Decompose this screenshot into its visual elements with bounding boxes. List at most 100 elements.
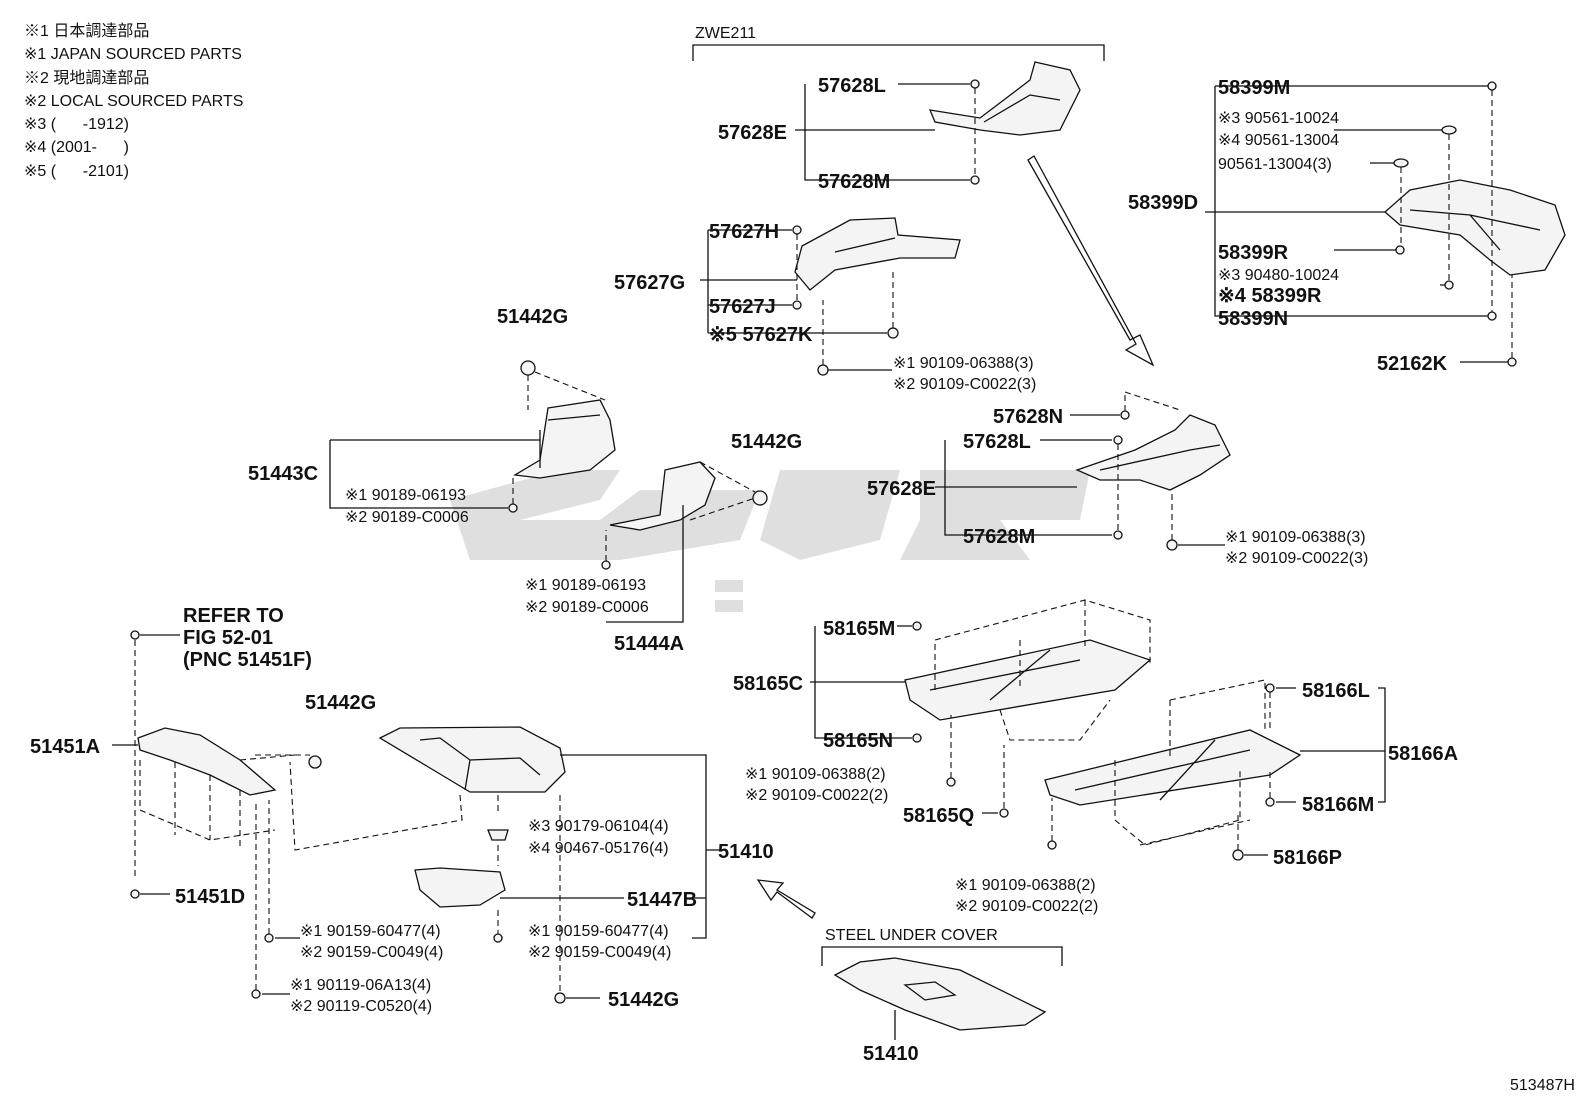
bracket-57627g: [794, 217, 961, 291]
bolt-number: ※2 90109-C0022(3): [893, 376, 1036, 393]
part-number: 58399R: [1218, 242, 1289, 264]
group-steel-under-cover: STEEL UNDER COVER 51410: [821, 927, 1063, 1065]
part-number: 58399N: [1218, 308, 1288, 330]
bolt-number: ※1 90189-06193: [525, 577, 646, 594]
bolt-number: ※2 90189-C0006: [525, 599, 649, 616]
legend-line: ※2 LOCAL SOURCED PARTS: [24, 92, 244, 110]
legend-line: ※1 JAPAN SOURCED PARTS: [24, 46, 242, 64]
bolt-number: ※3 90480-10024: [1218, 267, 1339, 284]
legend-line: ※4 (2001- ): [24, 139, 129, 157]
bolt-number: 90561-13004(3): [1218, 156, 1332, 173]
legend-line: ※2 現地調達部品: [24, 69, 150, 87]
bolt-number: ※1 90109-06388(2): [955, 877, 1096, 894]
part-number: 58399M: [1218, 77, 1290, 99]
part-number: 51443C: [248, 463, 318, 485]
clip-icon: [1120, 410, 1130, 420]
refer-text: FIG 52-01: [183, 627, 273, 649]
steel-bracket: [821, 946, 1063, 966]
part-number: 57627G: [614, 272, 685, 294]
arrow-icon: [756, 879, 816, 919]
clip-icon: [1265, 683, 1275, 693]
part-number: 51451A: [30, 736, 100, 758]
bolt-number: ※1 90159-60477(4): [528, 923, 669, 940]
legend: ※1 日本調達部品 ※1 JAPAN SOURCED PARTS ※2 現地調達…: [24, 20, 243, 183]
legend-line: ※5 ( -2101): [24, 162, 129, 180]
bolt-icon: [508, 503, 518, 513]
part-number: 58165C: [733, 673, 803, 695]
part-number: 57628N: [993, 406, 1063, 428]
clip-icon: [792, 300, 802, 310]
group-51443c: 51442G 51443C ※1 90189-06193 ※2 90189-C0…: [248, 306, 616, 526]
part-number: 51410: [863, 1043, 919, 1065]
part-number: 51444A: [614, 633, 684, 655]
bolt-number: ※3 90561-10024: [1218, 110, 1339, 127]
arrow-icon: [1027, 155, 1155, 367]
nut-icon: [554, 992, 566, 1004]
bolt-number: ※2 90119-C0520(4): [290, 998, 432, 1015]
part-number: ※5 57627K: [709, 324, 813, 346]
clip-icon: [1113, 435, 1123, 445]
group-57628e-mid: 57628N 57628L 57628E 57628M ※1 90109-063…: [867, 391, 1368, 567]
clip-icon: [1395, 245, 1405, 255]
part-number: 51442G: [305, 692, 376, 714]
part-number: 52162K: [1377, 353, 1448, 375]
clip-icon: [912, 733, 922, 743]
bolt-icon: [264, 933, 274, 943]
part-number: 58166A: [1388, 743, 1458, 765]
part-number: 58165M: [823, 618, 895, 640]
part-number: 57627H: [709, 221, 779, 243]
clip-icon: [1113, 530, 1123, 540]
bolt-icon: [817, 364, 829, 376]
bolt-icon: [251, 989, 261, 999]
bolt-number: ※2 90189-C0006: [345, 509, 469, 526]
group-58166a: 58166L 58166A 58166M 58166P ※1 90109-063…: [955, 679, 1458, 915]
part-number: 57628L: [963, 431, 1031, 453]
bolt-icon: [130, 889, 140, 899]
bolt-number: ※2 90109-C0022(3): [1225, 550, 1368, 567]
bolt-icon: [999, 808, 1009, 818]
part-number: 57627J: [709, 296, 776, 318]
clip-icon: [1265, 797, 1275, 807]
bolt-icon: [1232, 849, 1244, 861]
bolt-icon: [1047, 840, 1057, 850]
steel-label: STEEL UNDER COVER: [825, 927, 998, 944]
cover-58399d: [1384, 179, 1566, 276]
part-number: 51410: [718, 841, 774, 863]
part-number: 57628L: [818, 75, 886, 97]
bolt-number: ※4 90561-13004: [1218, 132, 1339, 149]
group-51410: ※3 90179-06104(4) ※4 90467-05176(4) 5141…: [289, 726, 774, 1011]
bolt-number: ※1 90109-06388(3): [893, 355, 1034, 372]
cover-51444a: [609, 461, 716, 531]
group-57627g: 57627H 57627G 57627J ※5 57627K ※1 90109-…: [614, 217, 1036, 393]
clip-icon: [970, 79, 980, 89]
nut-icon: [752, 490, 768, 506]
refer-text: REFER TO: [183, 605, 284, 627]
cover-51443c: [513, 399, 616, 479]
bolt-icon: [493, 933, 503, 943]
part-number: 58166P: [1273, 847, 1342, 869]
clip-icon: [1487, 81, 1497, 91]
nut-icon: [887, 327, 899, 339]
part-number: 51447B: [627, 889, 697, 911]
clip-icon: [1487, 311, 1497, 321]
bolt-number: ※1 90109-06388(2): [745, 766, 886, 783]
nut-icon: [1444, 280, 1454, 290]
part-number: 57628M: [963, 526, 1035, 548]
bolt-number: ※2 90109-C0022(2): [955, 898, 1098, 915]
figure-number: 513487H: [1510, 1077, 1575, 1094]
part-number: 51451D: [175, 886, 245, 908]
refer-text: (PNC 51451F): [183, 649, 312, 671]
bolt-number: ※1 90189-06193: [345, 487, 466, 504]
plate-51447b: [414, 867, 506, 908]
bolt-number: ※1 90109-06388(3): [1225, 529, 1366, 546]
bolt-number: ※4 90467-05176(4): [528, 840, 669, 857]
group-51451a: REFER TO FIG 52-01 (PNC 51451F) 51451A 5…: [30, 605, 443, 1015]
part-number: 51442G: [608, 989, 679, 1011]
bolt-number: ※2 90159-C0049(4): [528, 944, 671, 961]
bolt-icon: [1507, 357, 1517, 367]
washer-icon: [1393, 158, 1409, 168]
group-57628e-top: 57628L 57628E 57628M: [718, 61, 1081, 193]
part-number: ※4 58399R: [1218, 285, 1322, 307]
